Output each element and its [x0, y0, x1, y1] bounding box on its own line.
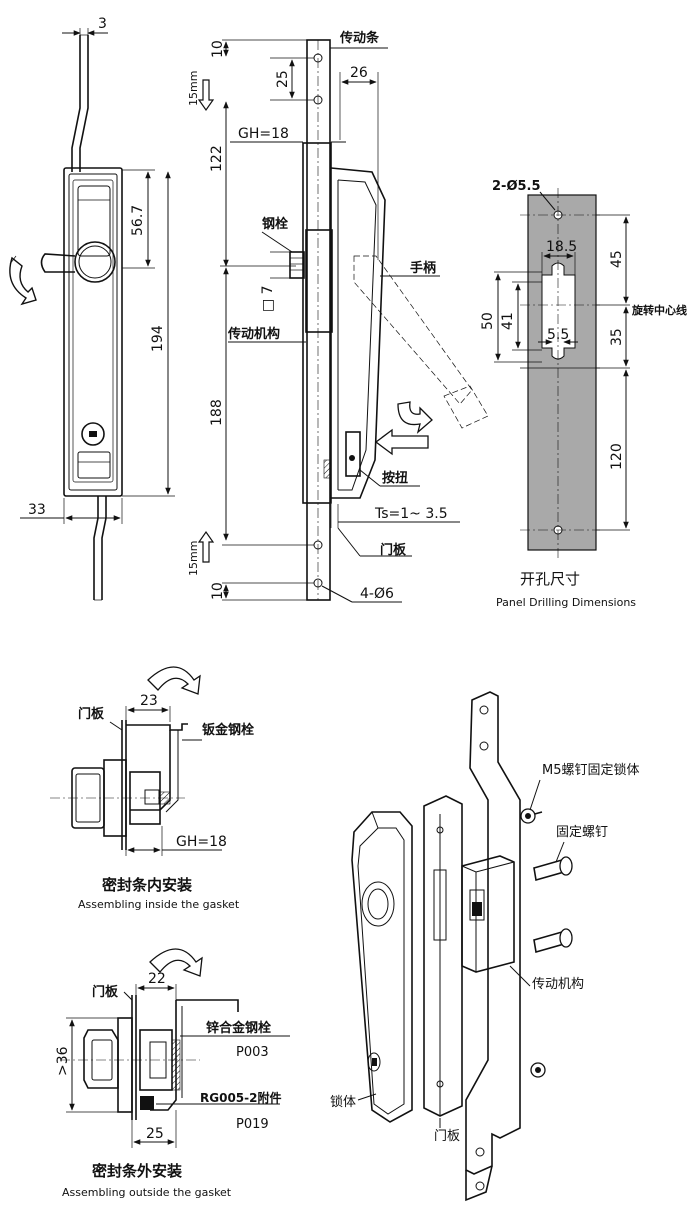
drill-center-line: 旋转中心线: [631, 303, 687, 317]
drill-dim-35: 35: [609, 328, 625, 346]
drill-caption-en: Panel Drilling Dimensions: [496, 596, 636, 609]
side-dim-holes: 4-Ø6: [360, 586, 394, 602]
side-dim-26: 26: [350, 65, 368, 81]
fixing-screw-2: [533, 928, 573, 954]
screw-m5-top: [519, 808, 543, 824]
outside-dim-36: >36: [55, 1046, 71, 1076]
outside-pin-code: P003: [236, 1045, 269, 1060]
exploded-label-door: 门板: [434, 1129, 460, 1144]
inside-dim-gh: GH=18: [176, 834, 227, 850]
outside-dim-22: 22: [148, 971, 166, 987]
front-dim-33: 33: [28, 502, 46, 518]
label-rod: 传动条: [339, 30, 380, 46]
outside-install: 22 >36 25 门板 锌合金钢栓 P003 RG005-2附件 P019 密…: [55, 948, 290, 1199]
label-button: 按扭: [382, 470, 408, 486]
exploded-label-body: 锁体: [330, 1094, 356, 1110]
front-view: 3 56.7 194: [9, 16, 175, 601]
side-dim-122: 122: [209, 145, 225, 172]
label-door: 门板: [380, 542, 407, 558]
side-travel-bottom: 15mm: [187, 541, 200, 576]
exploded-label-m5: M5螺钉固定锁体: [542, 762, 640, 778]
inside-label-pin: 钣金钢栓: [202, 722, 254, 738]
inside-dim-23: 23: [140, 693, 158, 709]
drill-dim-50: 50: [480, 312, 496, 330]
inside-caption-cn: 密封条内安装: [102, 876, 193, 894]
label-mechanism: 传动机构: [227, 326, 280, 342]
label-pin: 钢栓: [262, 216, 288, 232]
outside-accessory-code: P019: [236, 1117, 269, 1132]
screw-m5-bottom: [530, 1062, 546, 1078]
outside-label-accessory: RG005-2附件: [200, 1090, 281, 1105]
front-dim-194: 194: [150, 325, 166, 352]
side-dim-10-top: 10: [210, 40, 226, 58]
side-dim-ts: Ts=1~ 3.5: [374, 506, 448, 522]
inside-label-door: 门板: [78, 706, 105, 722]
outside-label-pin: 锌合金钢栓: [206, 1020, 271, 1036]
outside-label-door: 门板: [92, 984, 119, 1000]
rotate-arrow-icon: [9, 255, 37, 306]
fixing-screw-1: [533, 856, 573, 882]
drill-dim-slot-width: 18.5: [546, 239, 577, 255]
drill-dim-41: 41: [500, 312, 516, 330]
side-dim-25: 25: [275, 70, 291, 88]
exploded-view: M5螺钉固定锁体 固定螺钉 传动机构 锁体 门板: [330, 691, 640, 1202]
side-view: 10 25 26 15mm GH=18 122 □ 7 188 10 15mm: [187, 30, 489, 603]
panel-drilling: 2-Ø5.5 18.5 5.5 50 41 45 35 120 旋转中心线 开孔…: [480, 179, 687, 609]
outside-caption-en: Assembling outside the gasket: [62, 1186, 232, 1199]
drill-dim-45: 45: [609, 250, 625, 268]
side-dim-10-bottom: 10: [210, 582, 226, 600]
label-handle: 手柄: [410, 260, 436, 276]
exploded-label-screw: 固定螺钉: [556, 825, 608, 840]
drill-dim-holes: 2-Ø5.5: [492, 179, 541, 194]
outside-dim-25: 25: [146, 1126, 164, 1142]
side-dim-pin: □ 7: [260, 285, 276, 312]
side-dim-gh: GH=18: [238, 126, 289, 142]
front-dim-3: 3: [98, 16, 107, 32]
drill-caption-cn: 开孔尺寸: [520, 570, 580, 588]
drill-dim-120: 120: [609, 443, 625, 470]
inside-install: 23 门板 钣金钢栓 GH=18 密封条内安装 Assembling insid…: [50, 666, 254, 911]
front-dim-56-7: 56.7: [130, 205, 146, 236]
inside-caption-en: Assembling inside the gasket: [78, 898, 240, 911]
outside-caption-cn: 密封条外安装: [92, 1162, 183, 1180]
exploded-label-mechanism: 传动机构: [532, 977, 584, 992]
side-travel-top: 15mm: [187, 71, 200, 106]
drill-dim-small-slot: 5.5: [547, 327, 569, 343]
side-dim-188: 188: [209, 399, 225, 426]
